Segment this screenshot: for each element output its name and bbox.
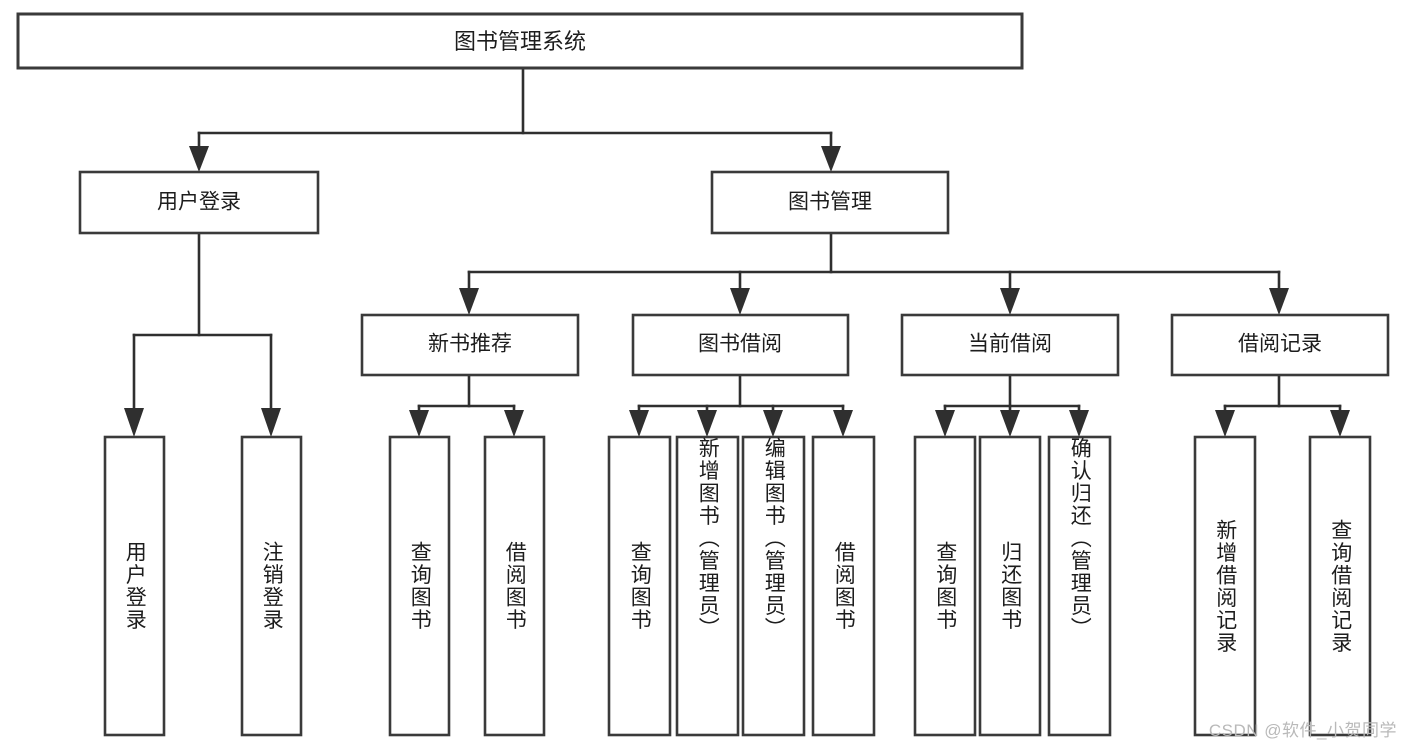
arrow-to-leaf-borrow-book-1 <box>504 410 524 437</box>
node-book-borrow-box[interactable] <box>631 313 850 377</box>
leaf-user-login-box[interactable] <box>103 435 166 737</box>
node-book-borrow-label: 图书借阅 <box>698 333 782 356</box>
node-current-borrow-box[interactable] <box>900 313 1120 377</box>
node-borrow-record-box[interactable] <box>1170 313 1390 377</box>
arrow-to-leaf-query-book-1 <box>409 410 429 437</box>
arrow-to-book-manage <box>821 146 841 172</box>
leaf-query-record-box[interactable] <box>1308 435 1372 737</box>
arrow-to-leaf-user-login <box>124 408 144 437</box>
arrow-to-new-book-rec <box>459 288 479 315</box>
leaf-query-book-2-box[interactable] <box>607 435 672 737</box>
node-borrow-record[interactable]: 借阅记录 <box>1170 313 1390 377</box>
arrow-to-book-borrow <box>730 288 750 315</box>
arrow-to-leaf-query-book-3 <box>935 410 955 437</box>
arrow-to-leaf-add-record <box>1215 410 1235 437</box>
leaf-edit-book-admin-box[interactable] <box>741 435 806 737</box>
node-user-login[interactable]: 用户登录 <box>78 170 320 235</box>
node-root-label: 图书管理系统 <box>454 29 586 54</box>
leaf-query-book-1-box[interactable] <box>388 435 451 737</box>
arrow-to-leaf-confirm-return-admin <box>1069 410 1089 437</box>
node-book-manage-box[interactable] <box>710 170 950 235</box>
arrow-to-leaf-query-book-2 <box>629 410 649 437</box>
node-book-manage-label: 图书管理 <box>788 191 872 214</box>
node-borrow-record-label: 借阅记录 <box>1238 333 1322 356</box>
leaf-add-book-admin-box[interactable] <box>675 435 740 737</box>
leaf-confirm-return-admin-box[interactable] <box>1047 435 1112 737</box>
watermark: CSDN @软件_小贺同学 <box>1208 721 1397 740</box>
leaf-return-book-box[interactable] <box>978 435 1042 737</box>
leaf-boxes <box>103 435 1372 737</box>
leaf-borrow-book-2-box[interactable] <box>811 435 876 737</box>
leaf-add-record-box[interactable] <box>1193 435 1257 737</box>
connectors <box>124 66 1350 437</box>
arrow-to-leaf-add-book-admin <box>697 410 717 437</box>
node-current-borrow-label: 当前借阅 <box>968 333 1052 356</box>
arrow-to-leaf-return-book <box>1000 410 1020 437</box>
leaf-query-book-3-box[interactable] <box>913 435 977 737</box>
node-new-book-rec-label: 新书推荐 <box>428 333 512 356</box>
node-root-box[interactable] <box>16 12 1024 70</box>
arrow-to-leaf-logout <box>261 408 281 437</box>
arrow-to-current-borrow <box>1000 288 1020 315</box>
arrow-to-leaf-edit-book-admin <box>763 410 783 437</box>
arrow-to-user-login <box>189 146 209 172</box>
node-user-login-box[interactable] <box>78 170 320 235</box>
node-new-book-rec[interactable]: 新书推荐 <box>360 313 580 377</box>
node-user-login-label: 用户登录 <box>157 191 241 214</box>
node-book-borrow[interactable]: 图书借阅 <box>631 313 850 377</box>
node-book-manage[interactable]: 图书管理 <box>710 170 950 235</box>
arrow-to-leaf-query-record <box>1330 410 1350 437</box>
arrow-to-borrow-record <box>1269 288 1289 315</box>
leaf-borrow-book-1-box[interactable] <box>483 435 546 737</box>
node-root[interactable]: 图书管理系统 <box>16 12 1024 70</box>
leaf-logout-box[interactable] <box>240 435 303 737</box>
node-new-book-rec-box[interactable] <box>360 313 580 377</box>
arrow-to-leaf-borrow-book-2 <box>833 410 853 437</box>
node-current-borrow[interactable]: 当前借阅 <box>900 313 1120 377</box>
